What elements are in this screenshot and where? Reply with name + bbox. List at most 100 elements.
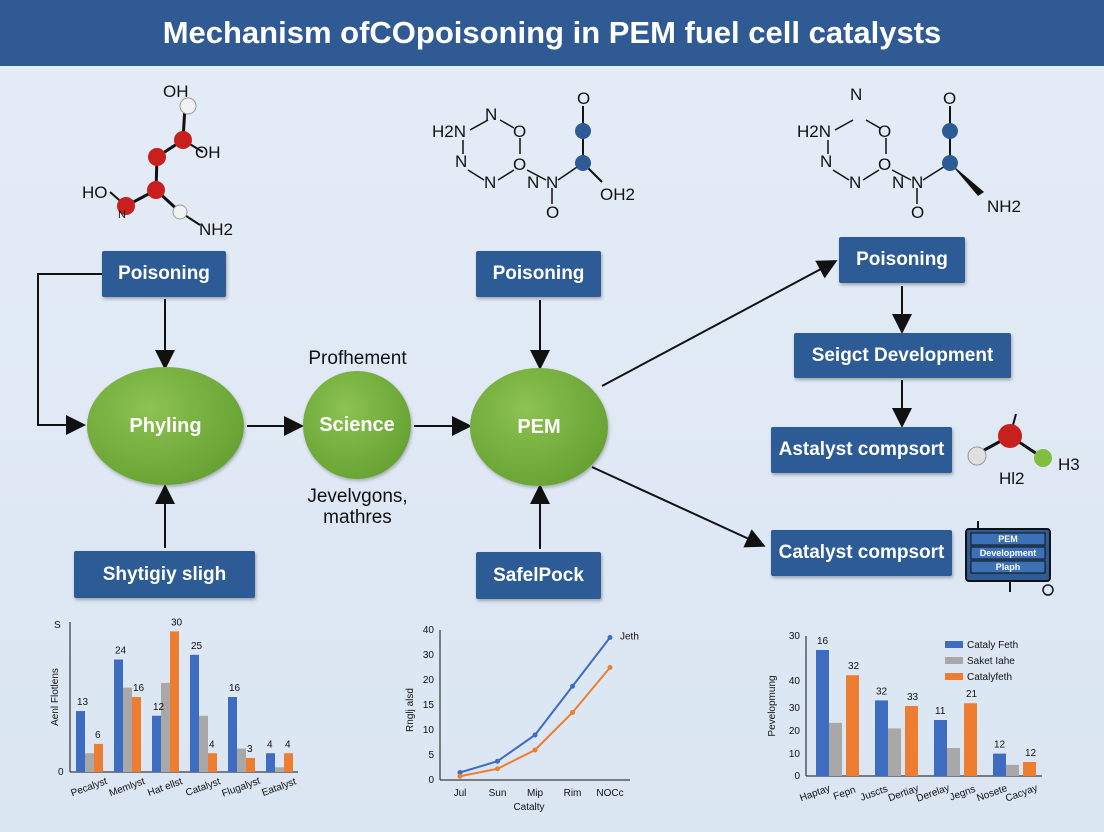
mol-right-n3: N — [849, 173, 861, 192]
chart2-xtick: NOCc — [596, 788, 623, 799]
chart3-data-label: 11 — [935, 706, 946, 717]
mol-right-n5: N — [911, 173, 923, 192]
chart3-bar — [1006, 764, 1019, 776]
chart1-bar — [228, 697, 237, 772]
chart2-point — [457, 770, 463, 775]
mol-mid-o4: O — [577, 89, 590, 108]
chart3-data-label: 12 — [994, 740, 1006, 751]
mol-left-n: N — [118, 209, 126, 221]
chart3-xtick: Derelay — [915, 783, 951, 805]
mol-left-oh-top: OH — [163, 82, 189, 101]
chart1-xtick: Eatalyst — [261, 776, 298, 799]
chart3-data-label: 21 — [966, 689, 978, 700]
molecule-middle: H2N N O N N O N N O O OH2 — [432, 89, 635, 222]
arrow-pem-to-catalyst — [591, 466, 766, 548]
chart1-data-label: 4 — [209, 739, 215, 750]
mathres-label: mathres — [323, 507, 392, 528]
mol-h2-hl2: Hl2 — [999, 469, 1025, 488]
chart1-xtick: Flugalyst — [220, 776, 262, 800]
chart2-xtick: Mip — [527, 788, 544, 799]
molecule-h2: H3 Hl2 — [967, 413, 1080, 488]
mol-mid-o2: O — [513, 155, 526, 174]
chart1-data-label: 30 — [171, 617, 183, 628]
chart3-xtick: Cacyay — [1004, 783, 1039, 805]
chart2-xtick: Rim — [564, 788, 582, 799]
chart3-bar — [888, 728, 901, 776]
mol-right-o4: O — [943, 89, 956, 108]
chart3-ylabel: Pevelopmung — [767, 675, 778, 736]
chart1-bar — [208, 753, 217, 772]
poisoning-box-right: Poisoning — [839, 237, 965, 283]
chart1-ytick-zero: 0 — [58, 767, 64, 778]
chart3-legend-label: Cataly Feth — [967, 640, 1018, 651]
astalyst-compsort-box: Astalyst compsort — [771, 427, 952, 473]
chart3-data-label: 33 — [907, 692, 919, 703]
poisoning-box-left: Poisoning — [102, 251, 226, 297]
chart3-xtick: Jegns — [948, 784, 977, 803]
chart1-bar — [284, 753, 293, 772]
chart3-bar — [829, 722, 842, 776]
chart3-legend-swatch — [945, 673, 963, 680]
pem-node: PEM — [470, 368, 608, 486]
chart3-ytick: 40 — [789, 676, 801, 687]
poisoning-box-middle: Poisoning — [476, 251, 601, 297]
jevelvgons-label: Jevelvgons, — [307, 486, 408, 507]
chart2-ytick: 40 — [423, 625, 435, 636]
chart2-point — [570, 710, 575, 715]
chart1-bar — [132, 697, 141, 772]
chart3-xtick: Juscts — [859, 784, 889, 804]
mol-mid-o1: O — [513, 122, 526, 141]
chart1-bar — [76, 711, 85, 772]
mol-right-n1: N — [850, 85, 862, 104]
mol-h2-h3: H3 — [1058, 455, 1080, 474]
chart1-bar — [152, 715, 161, 772]
chart3-bar — [1023, 762, 1036, 776]
catalyst-compsort-box: Catalyst compsort — [771, 530, 952, 576]
chart1-data-label: 13 — [77, 697, 89, 708]
chart2-ytick: 15 — [423, 700, 435, 711]
mol-right-n4: N — [892, 173, 904, 192]
chart1-data-label: 16 — [133, 683, 145, 694]
chart1-bar — [266, 753, 275, 772]
connector-loop-left — [37, 273, 102, 435]
chart3-bar — [816, 650, 829, 776]
chart1-bar — [114, 659, 123, 772]
chart1-bar — [161, 682, 170, 772]
mol-right-o3: O — [911, 203, 924, 222]
chart2-series-label: Jeth — [620, 632, 639, 643]
chart3-data-label: 32 — [876, 686, 888, 697]
chart3-data-label: 32 — [848, 661, 860, 672]
chart3-legend-label: Saket Iahe — [967, 656, 1015, 667]
mol-left-ho: HO — [82, 183, 108, 202]
chart1-xtick: Hat ellst — [146, 776, 184, 799]
chart3-data-label: 16 — [817, 636, 829, 647]
chart3-ytick: 0 — [794, 771, 800, 782]
mol-mid-n2: N — [455, 152, 467, 171]
molecule-left: OH OH HO NH2 N — [82, 82, 233, 239]
chart2-point — [495, 766, 500, 772]
page-title: Mechanism ofCOpoisoning in PEM fuel cell… — [0, 0, 1104, 66]
chart2-point — [607, 665, 613, 670]
chart2-xlabel: Catalty — [513, 802, 544, 813]
chart1-ytick-top: S — [54, 620, 61, 631]
chart3-bar — [905, 706, 918, 776]
chart3-bar — [875, 700, 888, 776]
mol-left-oh-right: OH — [195, 143, 221, 162]
safelpock-box: SafelPock — [476, 552, 601, 599]
chart2-series-line — [459, 666, 611, 778]
chart1-data-label: 3 — [247, 744, 253, 755]
chart3-legend-swatch — [945, 657, 963, 664]
chart-bar-right: 01020304030Pevelopmung1632323311211212Ha… — [767, 631, 1042, 805]
shytigiy-box: Shytigiy sligh — [74, 551, 255, 598]
chart3-bar — [846, 675, 859, 776]
chart2-ytick: 20 — [423, 675, 435, 686]
chart2-ytick: 30 — [423, 650, 435, 661]
chart1-data-label: 4 — [285, 739, 291, 750]
chart1-bar — [246, 757, 255, 772]
chart2-point — [532, 747, 538, 753]
mol-right-o2: O — [878, 155, 891, 174]
chart1-data-label: 12 — [153, 702, 165, 713]
